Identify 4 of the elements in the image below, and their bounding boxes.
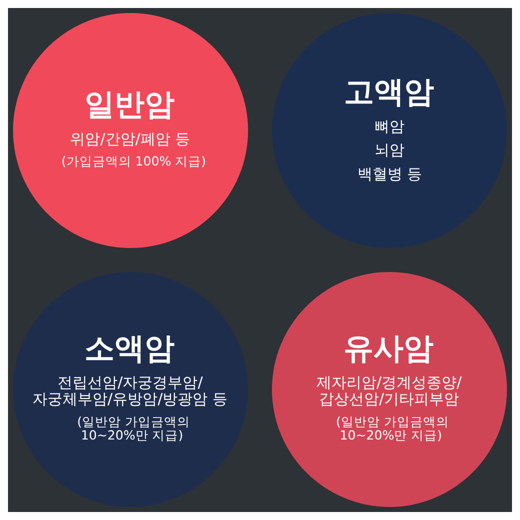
node-circle: 일반암 위암/간암/폐암 등 (가입금액의 100% 지급) (13, 13, 248, 248)
node-circle: 고액암 뼈암 뇌암 백혈병 등 (272, 13, 507, 248)
node-circle: 유사암 제자리암/경계성종양/ 갑상선암/기타피부암 (일반암 가입금액의 10~20%만 지급) (272, 272, 507, 507)
node-circle: 소액암 전립선암/자궁경부암/ 자궁체부암/유방암/방광암 등 (일반암 가입금액의 10~20%만 지급) (13, 272, 248, 507)
